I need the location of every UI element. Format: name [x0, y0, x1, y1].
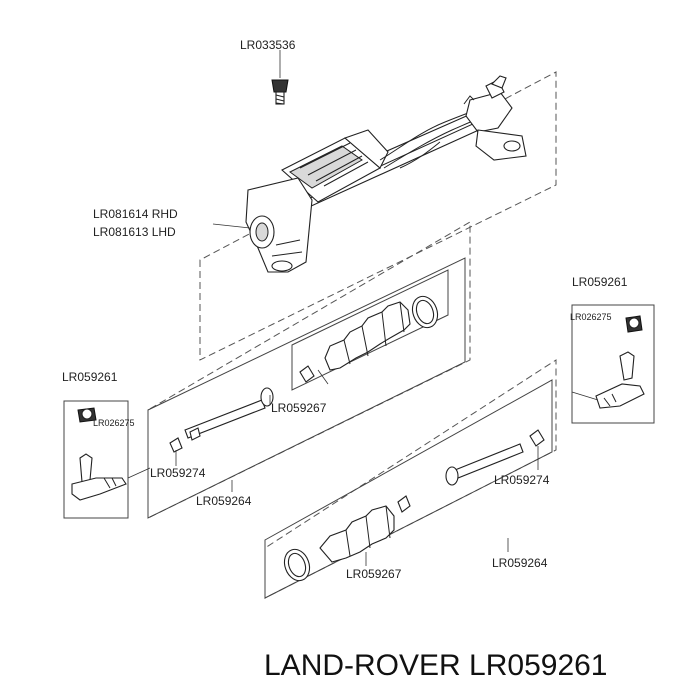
label-rod-upper: LR059264 [196, 494, 252, 508]
left-tie-end-part [71, 407, 127, 501]
label-rod-lower: LR059264 [492, 556, 548, 570]
label-rack-lhd: LR081613 LHD [93, 225, 176, 239]
label-nut-left: LR026275 [93, 418, 135, 428]
lower-rod-group-inner [264, 379, 553, 599]
label-boot-upper: LR059267 [271, 401, 327, 415]
label-tie-end-right: LR059261 [572, 275, 628, 289]
label-rack-rhd: LR081614 RHD [93, 207, 178, 221]
bolt-part [271, 79, 289, 105]
label-clip-lower: LR059274 [494, 473, 550, 487]
upper-boot-group-frame [291, 269, 449, 391]
label-nut-right: LR026275 [570, 312, 612, 322]
label-tie-end-left: LR059261 [62, 370, 118, 384]
label-clip-upper: LR059274 [150, 466, 206, 480]
footer-title: LAND-ROVER LR059261 [264, 649, 608, 682]
steering-rack-part [245, 75, 527, 273]
left-tie-end-frame [63, 400, 129, 519]
upper-tie-rod-part [169, 387, 274, 453]
label-boot-lower: LR059267 [346, 567, 402, 581]
right-tie-end-frame [571, 304, 655, 424]
upper-rod-group-inner [147, 257, 466, 519]
right-tie-end-part [595, 315, 645, 409]
lower-tie-rod-part [445, 429, 545, 486]
upper-boot-part [299, 295, 439, 383]
label-bolt: LR033536 [240, 38, 296, 52]
lower-boot-part [283, 495, 411, 582]
